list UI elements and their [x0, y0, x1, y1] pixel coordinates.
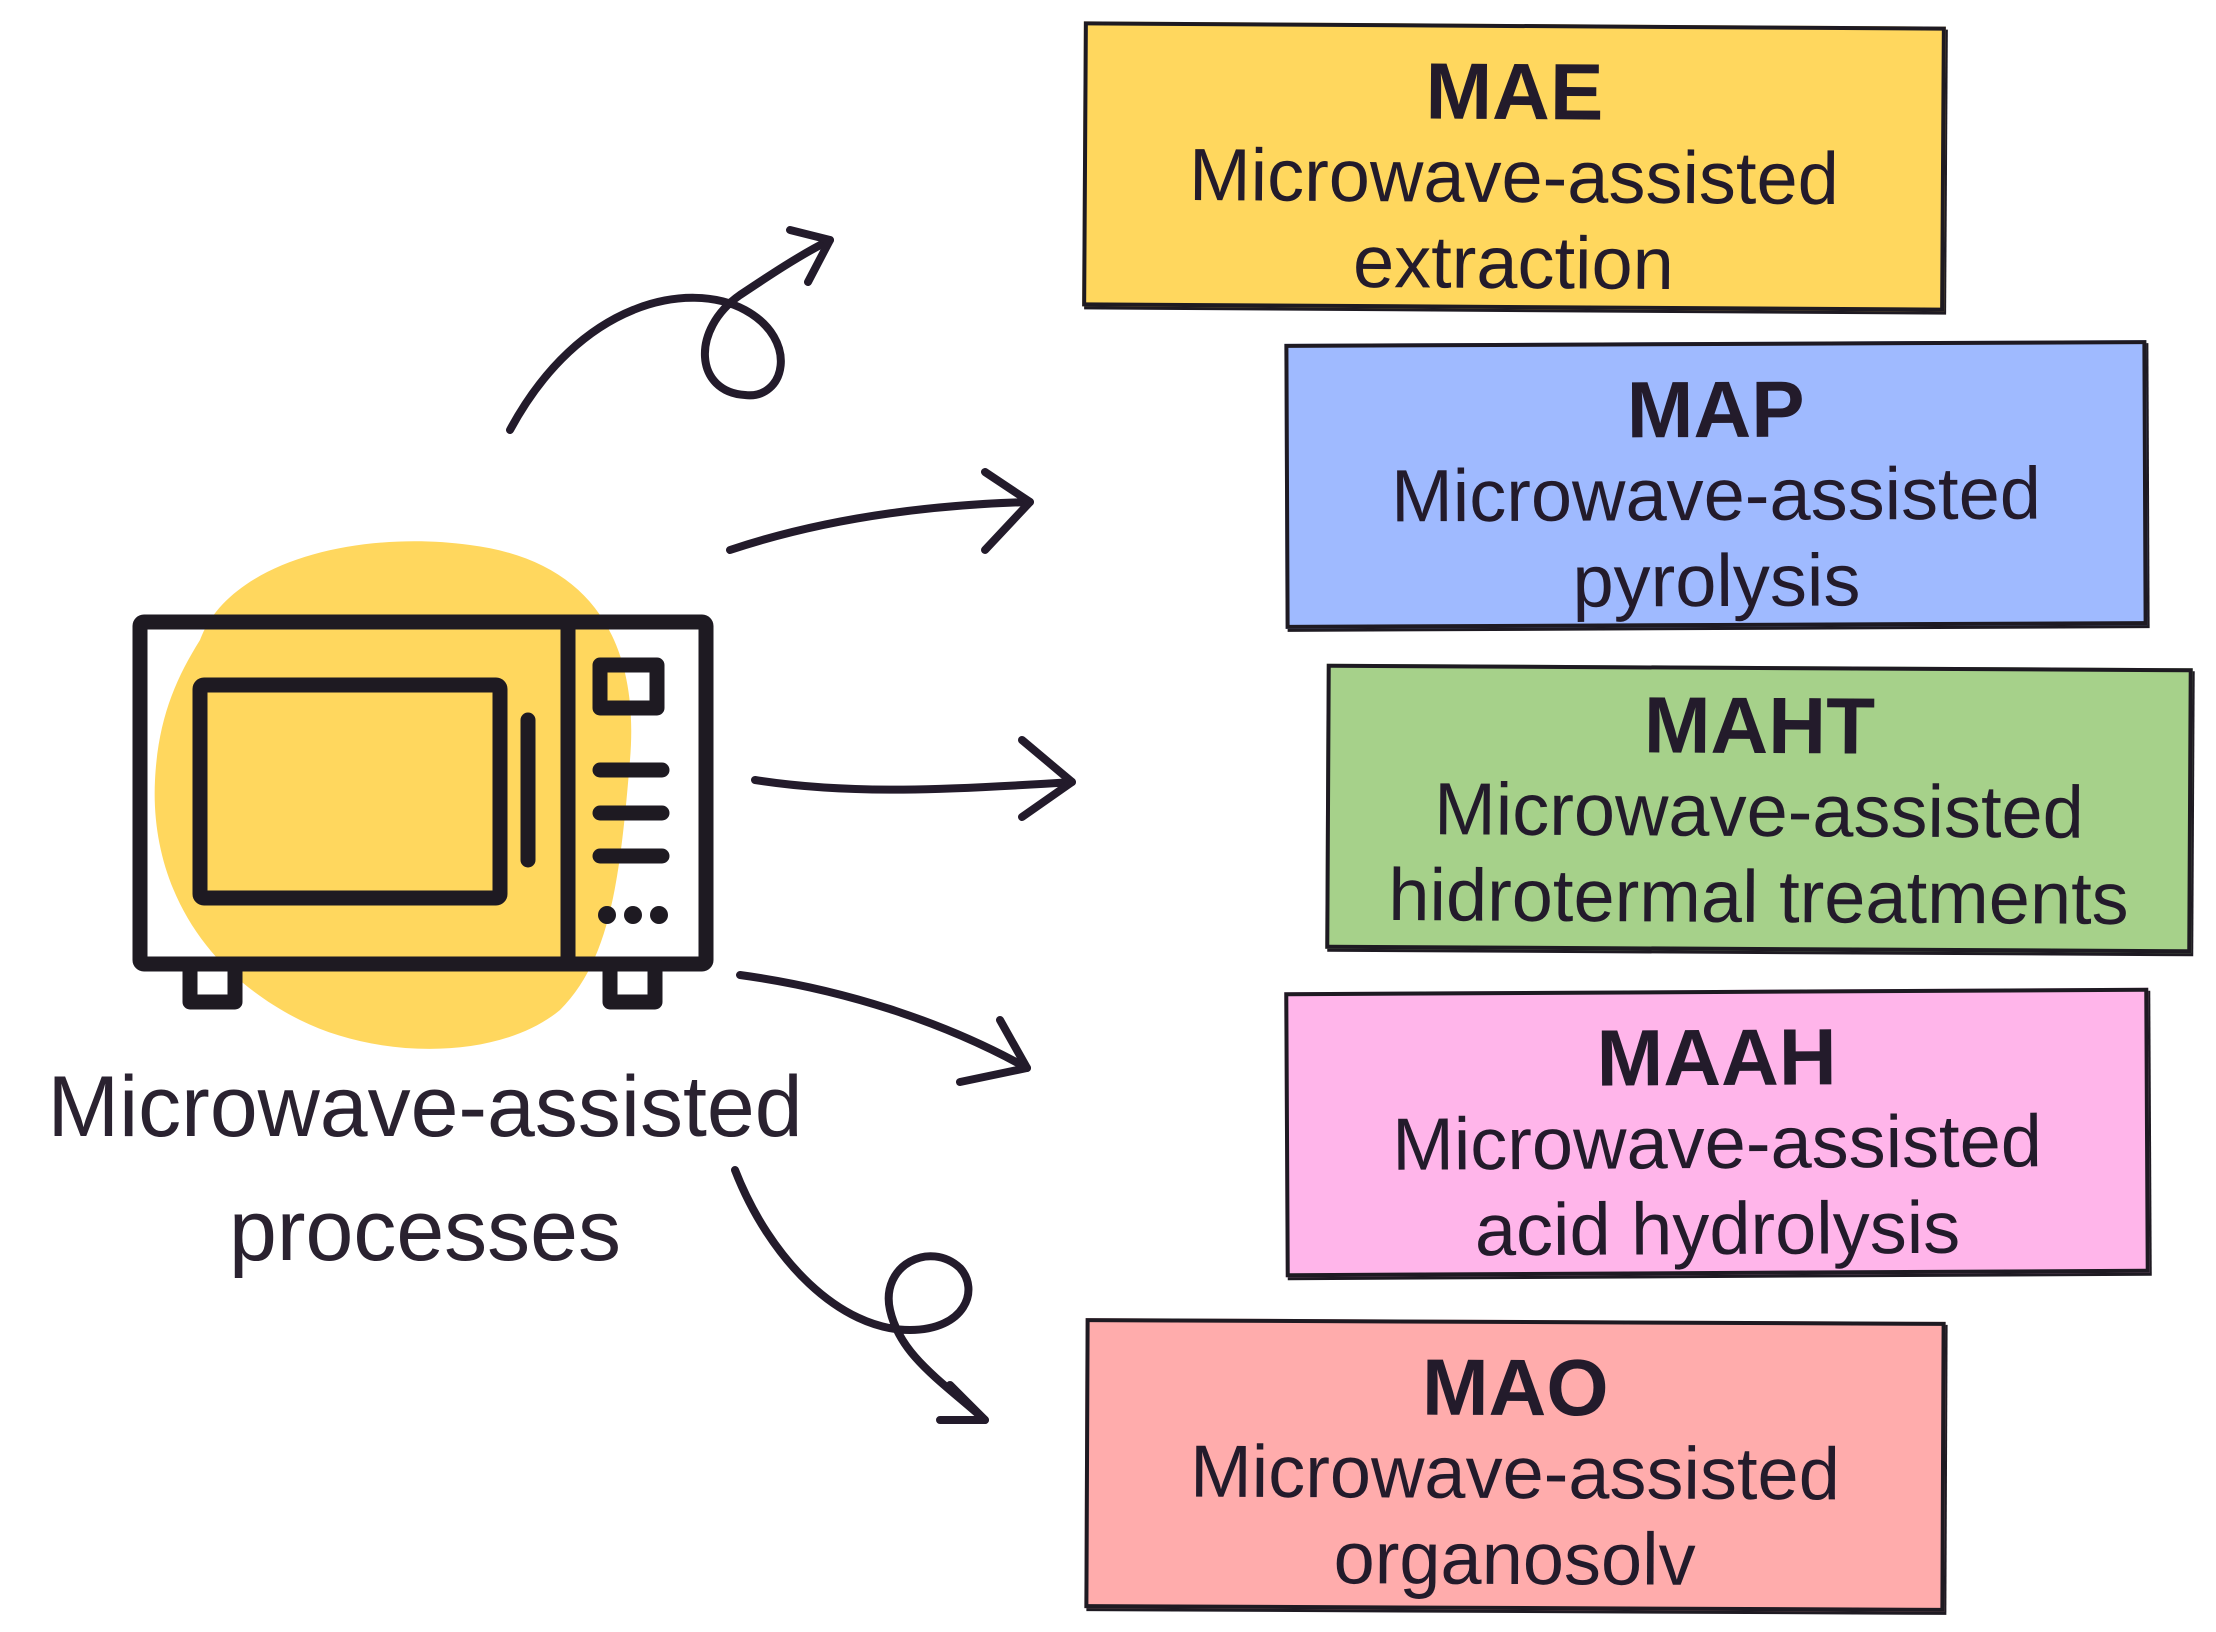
process-box-map: MAP Microwave-assisted pyrolysis: [1284, 340, 2148, 629]
arrow-to-mao: [731, 1166, 989, 1424]
process-box-maht: MAHT Microwave-assisted hidrotermal trea…: [1325, 663, 2193, 954]
process-desc-line1: Microwave-assisted: [1433, 767, 2085, 854]
arrow-to-maah: [736, 971, 1031, 1086]
process-abbr: MAO: [1421, 1342, 1609, 1433]
process-desc-line2: organosolv: [1333, 1516, 1696, 1601]
microwave-foot-right: [602, 956, 663, 1010]
arrow-to-maht: [751, 736, 1076, 821]
process-desc-line2: acid hydrolysis: [1474, 1185, 1961, 1272]
arrow-to-mae: [506, 226, 834, 434]
microwave-body: [132, 614, 714, 972]
process-box-mao: MAO Microwave-assisted organosolv: [1084, 1318, 1946, 1612]
process-desc-line1: Microwave-assisted: [1390, 451, 2042, 538]
source-label: Microwave-assisted processes: [0, 1045, 850, 1293]
process-abbr: MAE: [1425, 46, 1604, 137]
process-box-maah: MAAH Microwave-assisted acid hydrolysis: [1284, 987, 2150, 1278]
source-label-line1: Microwave-assisted: [47, 1059, 803, 1155]
process-abbr: MAP: [1626, 364, 1805, 455]
microwave-icon: [132, 614, 714, 1010]
process-desc-line1: Microwave-assisted: [1391, 1099, 2043, 1186]
arrows: [506, 226, 1076, 1424]
microwave-window: [192, 677, 508, 906]
process-desc-line1: Microwave-assisted: [1188, 133, 1840, 220]
source-label-line2: processes: [229, 1183, 621, 1279]
microwave-display: [592, 657, 665, 716]
process-abbr: MAHT: [1643, 680, 1876, 771]
arrow-to-map: [726, 468, 1034, 554]
microwave-blob: [154, 541, 632, 1049]
process-desc-line2: extraction: [1352, 220, 1675, 305]
process-desc-line1: Microwave-assisted: [1189, 1429, 1841, 1516]
process-abbr: MAAH: [1596, 1012, 1837, 1103]
process-desc-line2: hidrotermal treatments: [1388, 853, 2129, 940]
process-box-mae: MAE Microwave-assisted extraction: [1082, 21, 1946, 312]
microwave-foot-left: [182, 956, 243, 1010]
microwave-dots: [598, 906, 668, 924]
process-desc-line2: pyrolysis: [1572, 538, 1861, 623]
